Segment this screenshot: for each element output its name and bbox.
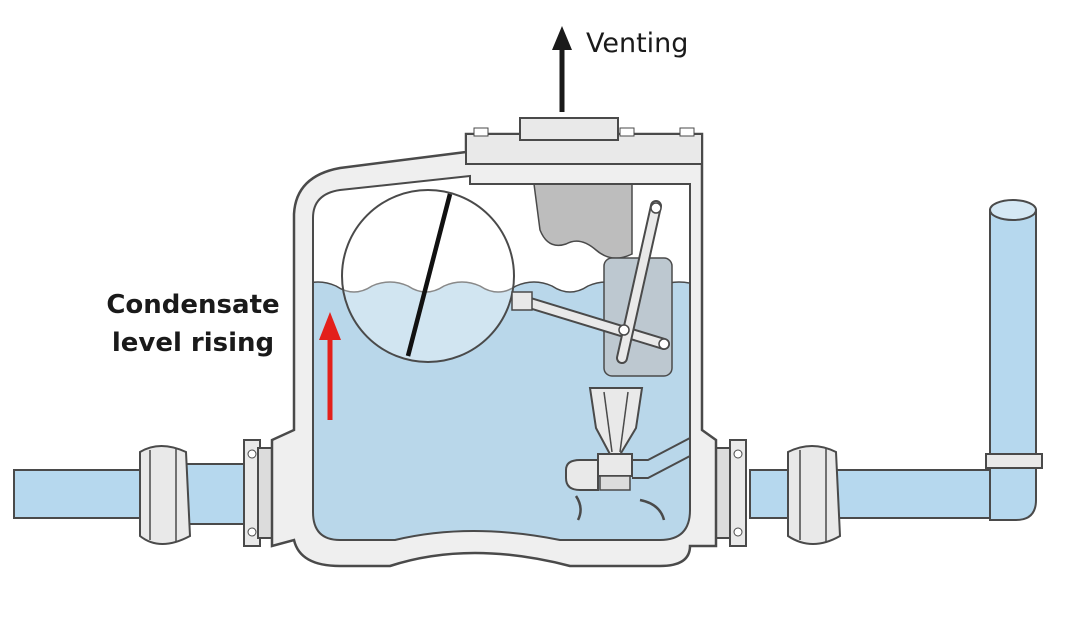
vent-arrow-up-icon	[552, 26, 572, 112]
condensate-label-line2: level rising	[111, 328, 275, 358]
float-ball	[341, 189, 515, 363]
cover-plate	[465, 117, 703, 165]
valve-seat-assembly	[565, 387, 691, 521]
inlet-union-nut	[139, 445, 192, 545]
condensate-level-label: Condensate level rising	[98, 286, 288, 362]
red-arrow-up-icon	[319, 312, 341, 420]
lever-linkage	[511, 200, 670, 364]
outlet-pipe	[715, 199, 1043, 547]
condensate-label-line1: Condensate	[106, 290, 280, 320]
outlet-union-nut	[787, 445, 842, 545]
venting-label: Venting	[586, 28, 689, 59]
inlet-pipe	[13, 439, 273, 547]
